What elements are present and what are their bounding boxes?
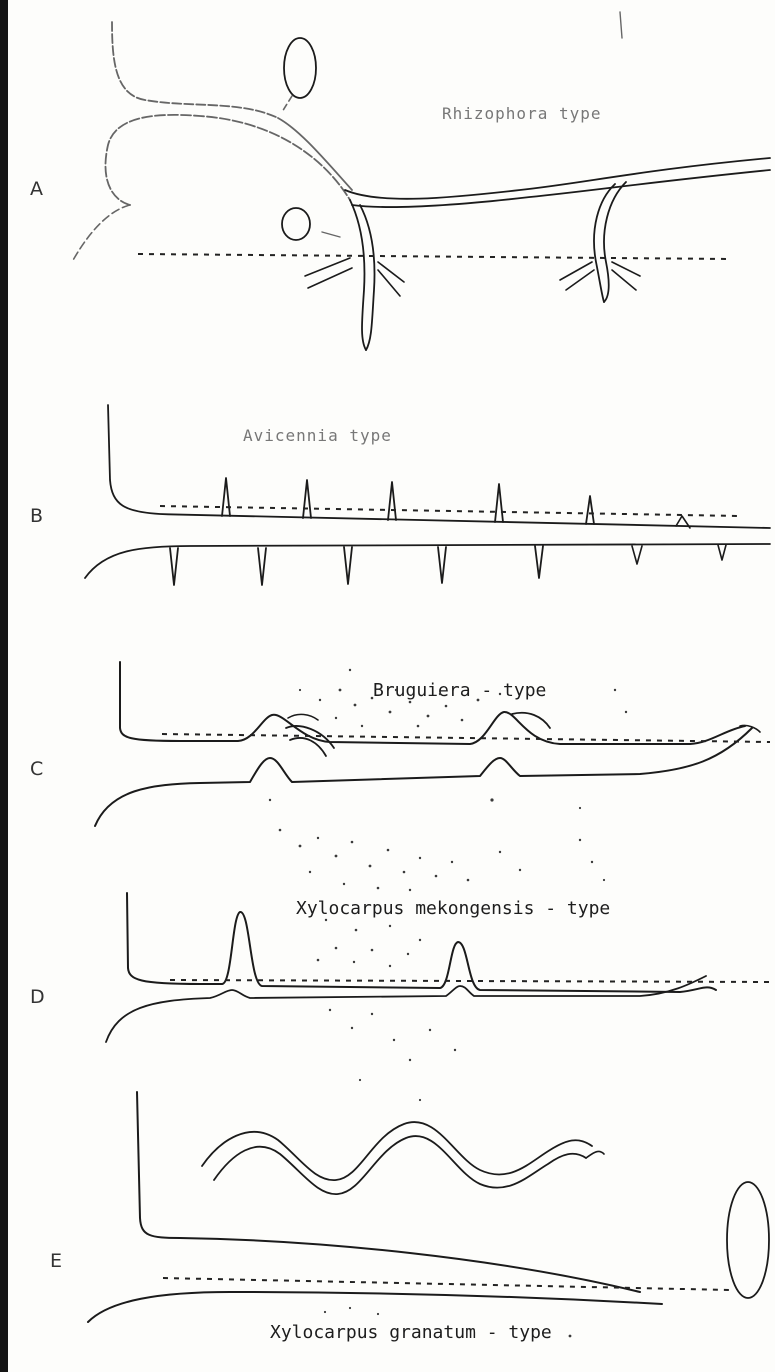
water-level-e: [163, 1278, 730, 1290]
water-level-a: [138, 254, 730, 259]
leaf-litter-speckles-e: [324, 1307, 571, 1338]
bruguiera-diagram: [95, 662, 770, 826]
water-level-c: [162, 734, 770, 742]
xylocarpus-granatum-diagram: [88, 1092, 769, 1337]
xylocarpus-mekongensis-diagram: [106, 893, 770, 1101]
water-level-b: [160, 506, 740, 516]
rhizophora-diagram: [72, 12, 770, 350]
water-level-d: [170, 980, 770, 982]
leaf-litter-speckles-cd: [279, 829, 605, 942]
avicennia-diagram: [85, 405, 770, 585]
leaf-litter-speckles-d: [317, 947, 456, 1101]
